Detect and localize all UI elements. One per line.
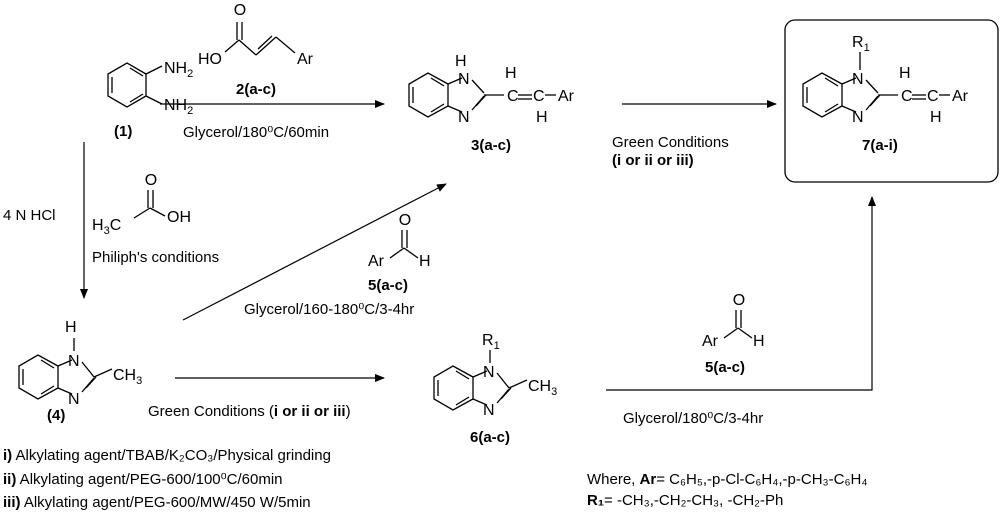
note-where-ar: Where, Ar= C₆H₅,-p-Cl-C₆H₄,-p-CH₃-C₆H₄: [587, 471, 867, 488]
svg-text:H3C: H3C: [92, 217, 121, 237]
product-box: [784, 19, 999, 183]
svg-text:CH3: CH3: [528, 378, 557, 398]
svg-text:H: H: [899, 65, 911, 82]
svg-text:H: H: [505, 65, 517, 82]
svg-text:Ar: Ar: [558, 88, 575, 105]
compound-6-structure: N R1 N CH3: [433, 332, 557, 419]
svg-text:NH2: NH2: [164, 97, 193, 117]
compound-5-label-right: 5(a-c): [705, 359, 745, 376]
svg-text:O: O: [145, 172, 157, 189]
note-i: i) Alkylating agent/TBAB/K₂CO₃/Physical …: [3, 447, 331, 464]
compound-7-label: 7(a-i): [862, 137, 898, 154]
svg-text:H: H: [930, 109, 942, 126]
svg-text:O: O: [733, 292, 745, 309]
svg-text:N: N: [852, 71, 864, 88]
aldehyde-5-structure-middle: O Ar H: [368, 212, 431, 270]
svg-text:OH: OH: [167, 209, 191, 226]
svg-text:HO: HO: [198, 51, 222, 68]
arrow-6-to-7: [606, 196, 876, 391]
compound-5-label-middle: 5(a-c): [368, 277, 408, 294]
svg-text:H: H: [536, 109, 548, 126]
condition-green-label: Green Conditions: [612, 134, 729, 151]
compound-6-label: 6(a-c): [470, 429, 510, 446]
arrow-4-to-3: [182, 183, 447, 321]
svg-text:R1: R1: [852, 34, 870, 54]
svg-text:H: H: [419, 253, 431, 270]
condition-green-bottom: Green Conditions (i or ii or iii): [148, 403, 351, 420]
svg-text:O: O: [234, 2, 246, 19]
svg-text:N: N: [68, 391, 80, 408]
svg-text:R1: R1: [482, 332, 500, 352]
svg-text:Ar: Ar: [297, 51, 314, 68]
note-iii: iii) Alkylating agent/PEG-600/MW/450 W/5…: [3, 494, 311, 511]
svg-text:C: C: [507, 88, 519, 105]
svg-text:N: N: [483, 364, 495, 381]
svg-text:H: H: [65, 319, 77, 336]
condition-glycerol-160: Glycerol/160-180⁰C/3-4hr: [244, 301, 414, 318]
note-ii: ii) Alkylating agent/PEG-600/100⁰C/60min: [3, 471, 283, 488]
svg-text:NH2: NH2: [164, 60, 193, 80]
svg-text:C: C: [533, 88, 545, 105]
compound-4-structure: N H N CH3: [18, 319, 142, 408]
svg-text:Ar: Ar: [702, 333, 719, 350]
svg-text:Ar: Ar: [368, 253, 385, 270]
svg-text:C: C: [901, 88, 913, 105]
compound-2-label: 2(a-c): [236, 81, 276, 98]
svg-text:N: N: [852, 109, 864, 126]
svg-text:H: H: [455, 53, 467, 70]
svg-text:N: N: [483, 402, 495, 419]
compound-1-structure: NH2 NH2: [107, 60, 193, 117]
compound-3-structure: N H N H C C H Ar: [408, 53, 575, 126]
svg-text:N: N: [458, 109, 470, 126]
condition-hcl: 4 N HCl: [3, 207, 56, 224]
svg-text:CH3: CH3: [113, 367, 142, 387]
condition-glycerol-60min: Glycerol/180⁰C/60min: [183, 124, 329, 141]
compound-4-label: (4): [47, 407, 65, 424]
svg-text:N: N: [458, 71, 470, 88]
acetic-acid-structure: O OH H3C: [92, 172, 191, 237]
compound-7-structure: N R1 N H C C H Ar: [802, 34, 969, 126]
condition-philiph: Philiph's conditions: [92, 249, 219, 266]
compound-3-label: 3(a-c): [471, 137, 511, 154]
compound-1-label: (1): [114, 123, 132, 140]
note-r1: R₁= -CH₃,-CH₂-CH₃, -CH₂-Ph: [587, 492, 783, 509]
condition-green-options: (i or ii or iii): [612, 152, 694, 169]
aldehyde-5-structure-right: O Ar H: [702, 292, 765, 350]
svg-text:C: C: [927, 88, 939, 105]
svg-text:N: N: [68, 353, 80, 370]
condition-glycerol-3-4hr: Glycerol/180⁰C/3-4hr: [623, 410, 763, 427]
svg-text:H: H: [753, 333, 765, 350]
compound-2-structure: O HO Ar: [198, 2, 314, 68]
svg-text:Ar: Ar: [952, 88, 969, 105]
svg-text:O: O: [399, 212, 411, 229]
